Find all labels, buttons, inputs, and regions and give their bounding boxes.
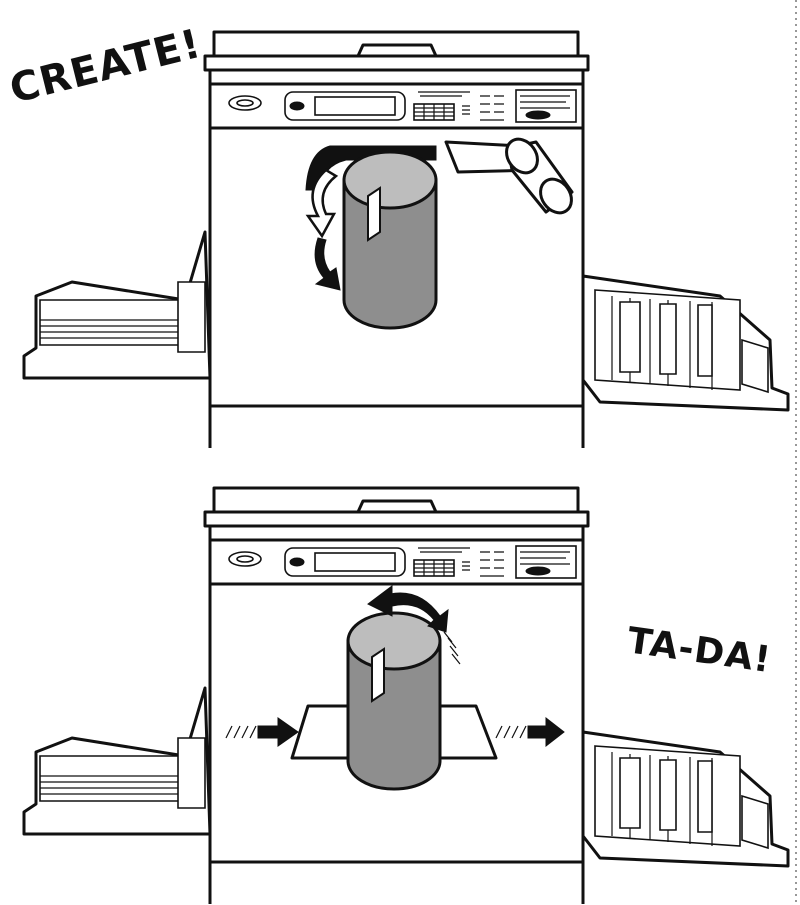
rotate-arrow-up	[389, 592, 449, 633]
rotate-arrow-up-head	[367, 585, 393, 617]
rotate-arrow-black	[314, 237, 341, 291]
bottom-panel: TA-DA!	[22, 486, 790, 905]
top-panel: CREATE!	[5, 21, 790, 450]
caption-create: CREATE!	[5, 21, 206, 113]
caption-tada: TA-DA!	[625, 620, 774, 681]
paper-out-arrow	[495, 716, 565, 748]
drum-top	[342, 150, 438, 330]
rotate-arrow-white	[305, 168, 339, 239]
drum-bottom	[346, 611, 442, 791]
paper-in-arrow	[225, 717, 299, 747]
master-roll	[444, 137, 574, 215]
